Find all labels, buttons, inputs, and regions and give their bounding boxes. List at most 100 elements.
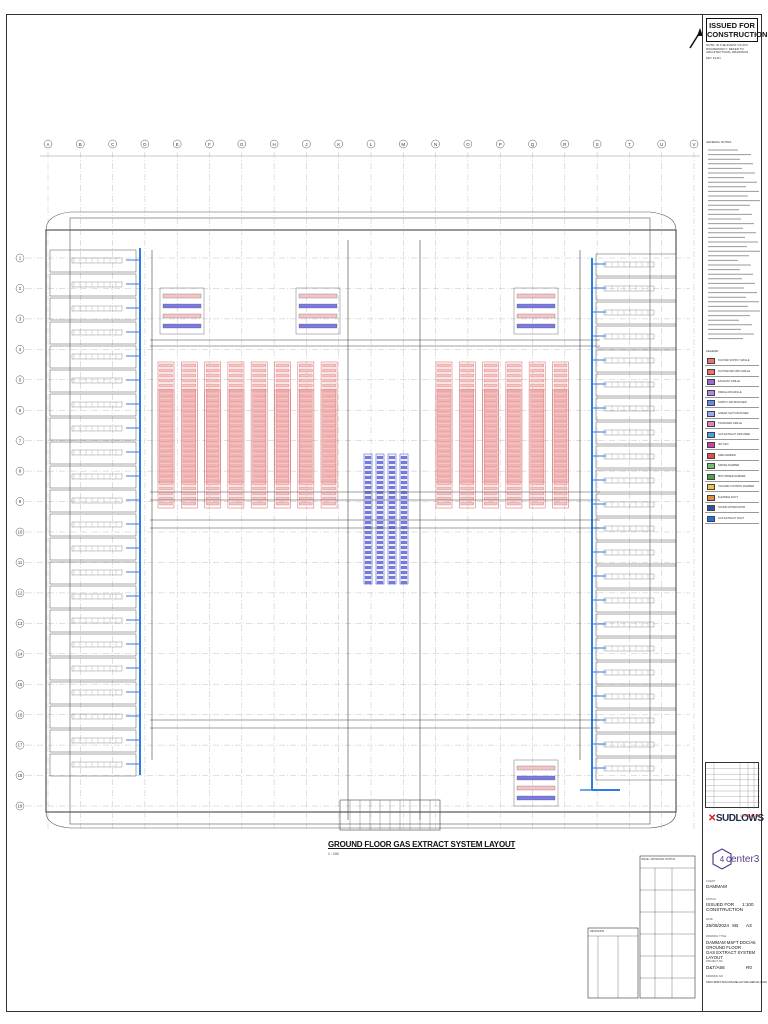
- grid-bubble-J: [302, 139, 311, 149]
- project-no-value: D&T/A56: [706, 965, 725, 970]
- right-room: [595, 733, 677, 757]
- grid-row-label-4: 4: [19, 347, 22, 352]
- grid-row-bubble-3: [15, 314, 25, 324]
- grid-row-bubble-1: [15, 253, 25, 263]
- grid-row-bubble-9: [15, 497, 25, 506]
- right-room: [595, 277, 677, 301]
- grid-row-bubble-14: [15, 649, 25, 659]
- legend-text: DUCTED SUPPLY GRILLE: [718, 359, 750, 362]
- client-label: CLIENT: [706, 880, 716, 883]
- legend-text: FRESH AIR GRILLE: [718, 390, 742, 394]
- grid-row-label-14: 14: [18, 651, 23, 656]
- date-value: 26/08/2024: [706, 923, 729, 928]
- small-hall: [295, 287, 341, 335]
- grid-label-B: B: [79, 142, 82, 147]
- building-inner-outline: [69, 217, 651, 825]
- left-room: [49, 345, 137, 369]
- small-hall: [513, 759, 559, 807]
- legend-row: DUCTED RETURN GRILLE: [705, 367, 759, 377]
- left-room: [49, 537, 137, 561]
- general-notes-text: [708, 149, 760, 340]
- issue-value: ISSUED FOR CONSTRUCTION: [706, 902, 744, 913]
- grid-label-G: G: [240, 142, 244, 147]
- grid-bubble-D: [140, 139, 150, 149]
- drawing-no-label: DRAWING NO.: [706, 975, 724, 978]
- title-label: DRAWING TITLE: [706, 935, 727, 938]
- rack-row: [320, 389, 338, 509]
- grid-row-bubble-17: [15, 740, 25, 750]
- grid-label-D: D: [143, 142, 147, 147]
- rack-row: [528, 389, 546, 509]
- legend-label: LEGEND: [706, 349, 719, 353]
- legend-row: GAS EXTRACT DUCT: [705, 514, 759, 524]
- legend-swatch: [707, 463, 715, 469]
- legend-row: FIRE DAMPER: [705, 451, 759, 461]
- legend-swatch: [707, 400, 715, 406]
- rack-row: [297, 389, 315, 509]
- grid-label-A: A: [46, 142, 49, 147]
- legend-row: SMOKE DAMPER: [705, 461, 759, 471]
- bottom-stairs: [339, 799, 441, 831]
- grid-bubble-P: [495, 139, 505, 149]
- left-room: [49, 753, 137, 777]
- legend-text: FIRE DAMPER: [718, 453, 736, 457]
- grid-label-R: R: [563, 142, 567, 147]
- grid-label-N: N: [434, 142, 437, 147]
- legend-swatch: [707, 505, 715, 511]
- grid-row-label-18: 18: [18, 773, 23, 778]
- grid-row-label-15: 15: [18, 682, 23, 687]
- grid-row-bubble-16: [15, 710, 25, 719]
- data-hall-racks: [157, 287, 569, 807]
- grid-row-bubble-7: [15, 436, 25, 445]
- legend-row: FRESH AIR GRILLE: [705, 388, 759, 398]
- grid-label-L: L: [370, 142, 373, 147]
- grid-row-bubble-8: [15, 466, 25, 476]
- legend-row: TRANSFER GRILLE: [705, 419, 759, 429]
- grid-label-H: H: [272, 142, 275, 147]
- grid-row-bubble-15: [15, 679, 25, 689]
- left-room: [49, 729, 137, 753]
- grid-label-F: F: [208, 142, 211, 147]
- building-roof-edge: [45, 211, 677, 231]
- legend-swatch: [707, 389, 715, 396]
- small-hall: [513, 287, 559, 335]
- legend-text: SUPPLY AIR DIFFUSER: [718, 401, 747, 404]
- grid-label-C: C: [111, 142, 115, 147]
- legend-swatch: [707, 421, 715, 427]
- right-room: [595, 445, 677, 469]
- grid-bubble-A: [43, 139, 53, 149]
- key-plan-label: KEY PLAN: [706, 56, 721, 60]
- grid-row-bubble-5: [15, 375, 25, 385]
- grid-row-bubble-11: [15, 558, 25, 567]
- grid-bubble-L: [366, 139, 376, 149]
- rack-row: [204, 389, 221, 509]
- rack-row: [458, 389, 476, 509]
- grid-bubble-K: [334, 139, 343, 149]
- grid-row-label-9: 9: [19, 499, 22, 504]
- left-room: [49, 297, 137, 321]
- legend-text: VOLUME CONTROL DAMPER: [718, 485, 755, 488]
- grid-label-M: M: [401, 142, 405, 147]
- center3-logo: 4 center3: [712, 848, 759, 878]
- left-room: [49, 321, 137, 345]
- legend-text: DUCTED RETURN GRILLE: [718, 369, 751, 373]
- rack-row: [505, 389, 523, 509]
- right-room: [595, 541, 677, 565]
- left-room: [49, 489, 137, 513]
- general-notes-label: GENERAL NOTES: [706, 140, 732, 144]
- legend-text: LINEAR SLOT DIFFUSER: [718, 411, 749, 415]
- project-no-label: PROJECT NO.: [706, 960, 724, 963]
- right-room: [595, 613, 677, 637]
- grid-bubble-M: [399, 139, 408, 149]
- side-rooms: [49, 249, 677, 781]
- legend-swatch: [707, 431, 715, 438]
- revision-table-label: REVISIONS: [590, 930, 605, 933]
- grid-row-label-12: 12: [18, 590, 23, 595]
- right-room: [595, 493, 677, 517]
- issued-for-construction-stamp: ISSUED FOR CONSTRUCTION: [706, 18, 767, 42]
- north-arrow-icon: [689, 28, 702, 49]
- grid-label-K: K: [337, 142, 340, 147]
- legend-text: TRANSFER GRILLE: [718, 422, 742, 425]
- rack-row: [181, 389, 198, 509]
